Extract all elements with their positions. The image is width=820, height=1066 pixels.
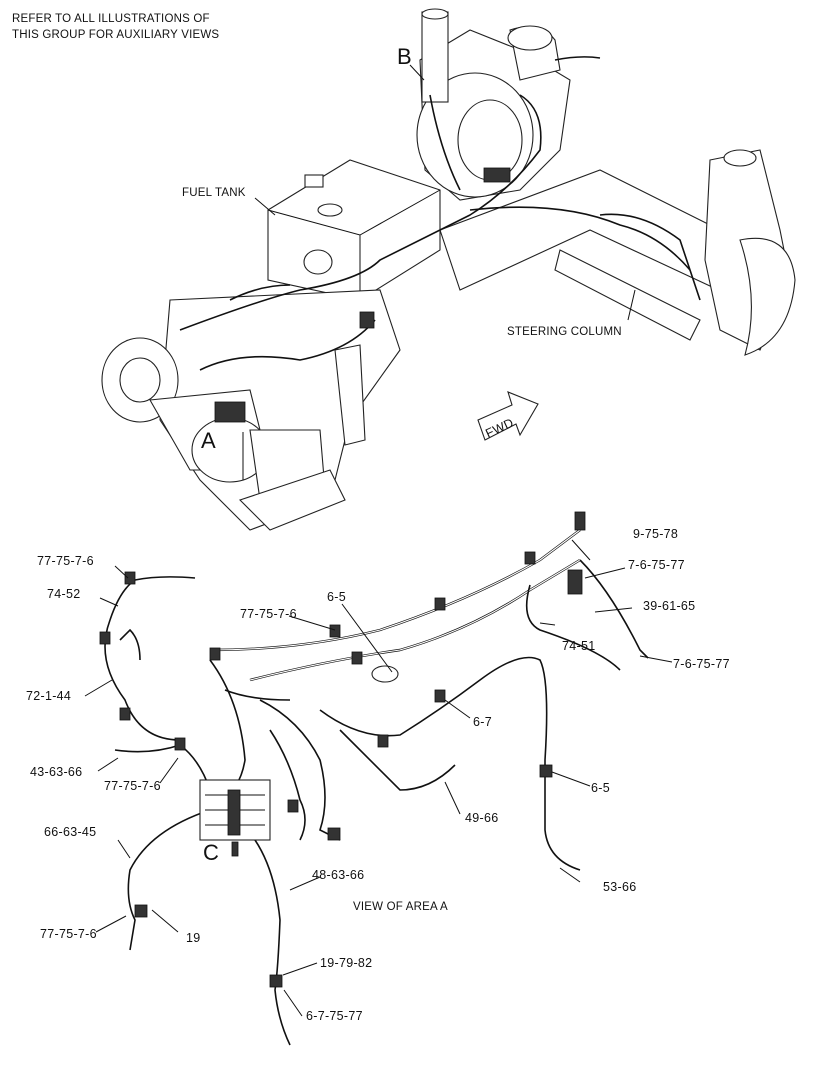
callout-72-1-44: 72-1-44 — [26, 689, 71, 703]
harness-branch-66-63-45 — [127, 809, 211, 951]
left-hub-center — [119, 357, 161, 403]
machine-overview: FWD FUEL TANK STEERING COLUMN A B — [101, 8, 796, 531]
clip-left-upper — [209, 647, 221, 661]
callout-74-51: 74-51 — [562, 639, 595, 653]
harness-branch-74-51 — [525, 584, 621, 671]
lower-frame — [238, 469, 346, 531]
callout-6-5-a: 6-5 — [327, 590, 346, 604]
fwd-arrow — [477, 391, 539, 441]
fuel-tank-label: FUEL TANK — [182, 187, 246, 199]
fuel-tank — [267, 159, 441, 301]
machine-harness-tank — [229, 284, 291, 301]
clip-left-2 — [119, 707, 131, 721]
callout-6-5-b: 6-5 — [591, 781, 610, 795]
clip-lower — [269, 974, 283, 988]
frame-upright — [334, 344, 366, 446]
area-b-marker: B — [397, 44, 412, 69]
callout-6-7: 6-7 — [473, 715, 492, 729]
area-a-detail: 77-75-7-6 74-52 72-1-44 43-63-66 77-75-7… — [26, 511, 730, 1046]
clip-c-far-right — [327, 827, 341, 841]
callout-77-75-7-6-c: 77-75-7-6 — [40, 927, 97, 941]
harness-mid-run — [249, 558, 581, 682]
callout-7-6-75-77-b: 7-6-75-77 — [673, 657, 730, 671]
callout-9-75-78: 9-75-78 — [633, 527, 678, 541]
clip-mid-3 — [377, 734, 389, 748]
axle-beam — [554, 249, 701, 341]
callout-74-52: 74-52 — [47, 587, 80, 601]
harness-branch-49-66 — [339, 729, 456, 791]
callout-7-6-75-77-a: 7-6-75-77 — [628, 558, 685, 572]
harness-branch-72-1-44 — [119, 628, 141, 661]
callout-43-63-66: 43-63-66 — [30, 765, 82, 779]
callout-49-66: 49-66 — [465, 811, 498, 825]
harness-branch-74-52 — [104, 576, 196, 741]
vertical-post-cap — [421, 8, 449, 20]
header-note-line-1: REFER TO ALL ILLUSTRATIONS OF — [12, 13, 210, 25]
clip-lower-left — [134, 904, 148, 918]
clip-upper-2 — [434, 597, 446, 611]
header-note-line-2: THIS GROUP FOR AUXILIARY VIEWS — [12, 29, 219, 41]
callout-48-63-66: 48-63-66 — [312, 868, 364, 882]
clip-upper-4 — [574, 511, 586, 531]
harness-upper-run — [209, 529, 581, 652]
callout-19-79-82: 19-79-82 — [320, 956, 372, 970]
fuel-cap — [317, 203, 343, 217]
harness-branch-6-7 — [319, 656, 581, 871]
machine-harness-b — [429, 94, 461, 191]
clip-top-left — [124, 571, 136, 585]
clip-right-1 — [539, 764, 553, 778]
area-c-tail — [231, 841, 239, 857]
machine-harness-rear — [469, 206, 691, 271]
tank-boss — [304, 174, 324, 188]
clip-mid-2 — [434, 689, 446, 703]
right-hub-cap — [723, 149, 757, 167]
connector-right-cluster — [567, 569, 583, 595]
machine-harness-main — [179, 94, 542, 331]
machine-harness-front — [199, 319, 376, 371]
harness-cluster-3 — [269, 729, 306, 841]
clip-left-1 — [99, 631, 111, 645]
grommet-6-5 — [371, 665, 399, 683]
clip-c-right — [287, 799, 299, 813]
right-wheel-rim — [739, 237, 796, 356]
tank-fitting — [303, 249, 333, 275]
steering-column-label: STEERING COLUMN — [507, 326, 622, 338]
clip-mid-1 — [351, 651, 363, 665]
callout-6-7-75-77: 6-7-75-77 — [306, 1009, 363, 1023]
view-caption: VIEW OF AREA A — [353, 901, 448, 913]
upper-right-cap — [507, 25, 553, 51]
area-c-marker: C — [203, 840, 219, 865]
callout-53-66: 53-66 — [603, 880, 636, 894]
clip-upper-3 — [524, 551, 536, 565]
harness-branch-39-61-65 — [579, 559, 649, 659]
callout-77-75-7-6-b: 77-75-7-6 — [104, 779, 161, 793]
harness-cluster-1 — [209, 659, 246, 801]
tank-connector — [359, 311, 375, 329]
clip-left-3 — [174, 737, 186, 751]
clip-upper-1 — [329, 624, 341, 638]
harness-cluster-4 — [224, 689, 291, 701]
vertical-post — [421, 11, 449, 103]
area-b-connector — [483, 167, 511, 183]
callout-19: 19 — [186, 931, 201, 945]
callout-77-75-7-6-d: 77-75-7-6 — [240, 607, 297, 621]
harness-branch-48-63-66 — [254, 839, 291, 1046]
area-a-marker: A — [201, 428, 216, 453]
machine-harness-right — [599, 213, 701, 301]
area-a-connector-block — [214, 401, 246, 423]
callout-77-75-7-6-a: 77-75-7-6 — [37, 554, 94, 568]
machine-harness-topright — [554, 56, 601, 61]
callout-39-61-65: 39-61-65 — [643, 599, 695, 613]
callout-66-63-45: 66-63-45 — [44, 825, 96, 839]
area-c-plug — [227, 789, 241, 836]
harness-cluster-2 — [259, 699, 341, 841]
